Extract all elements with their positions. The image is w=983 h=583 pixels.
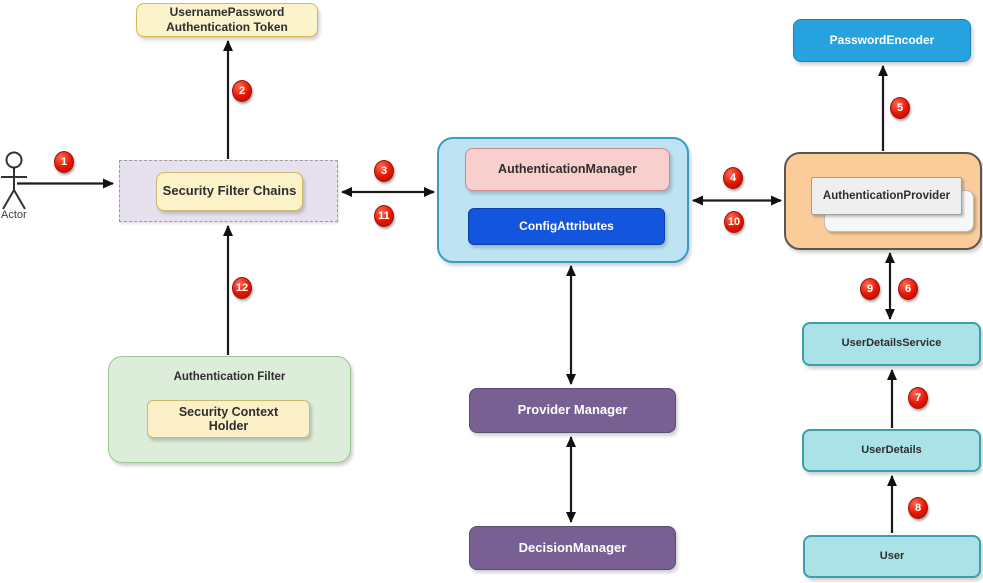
user-details-label: UserDetails: [861, 443, 922, 456]
step-badge-2: 2: [232, 80, 252, 102]
step-badge-6: 6: [898, 278, 918, 300]
node-config-attributes: ConfigAttributes: [468, 208, 665, 245]
authentication-manager-label: AuthenticationManager: [498, 161, 637, 176]
step-badge-4: 4: [723, 167, 743, 189]
node-username-password-token: UsernamePassword Authentication Token: [136, 3, 318, 37]
authentication-provider-label: AuthenticationProvider: [822, 189, 951, 202]
node-authentication-provider: AuthenticationProvider: [811, 177, 962, 215]
node-decision-manager: DecisionManager: [469, 526, 676, 570]
node-security-filter-chains: Security Filter Chains: [156, 172, 303, 211]
security-context-holder-line2: Holder: [208, 419, 249, 433]
actor-label: Actor: [1, 209, 27, 221]
decision-manager-label: DecisionManager: [518, 539, 627, 555]
node-password-encoder: PasswordEncoder: [793, 19, 971, 62]
node-security-context-holder: Security Context Holder: [147, 400, 310, 438]
provider-manager-label: Provider Manager: [517, 402, 628, 418]
step-badge-10: 10: [724, 211, 744, 233]
token-label-line1: UsernamePassword: [169, 5, 285, 19]
node-provider-manager: Provider Manager: [469, 388, 676, 433]
actor-icon: [1, 151, 27, 210]
step-badge-11: 11: [374, 205, 394, 227]
step-badge-5: 5: [890, 97, 910, 119]
token-label-line2: Authentication Token: [166, 20, 288, 34]
node-user: User: [803, 535, 981, 578]
config-attributes-label: ConfigAttributes: [519, 219, 614, 233]
security-context-holder-line1: Security Context: [178, 404, 279, 419]
step-badge-1: 1: [54, 151, 74, 173]
password-encoder-label: PasswordEncoder: [829, 33, 935, 47]
node-authentication-manager: AuthenticationManager: [465, 148, 670, 191]
node-user-details-service: UserDetailsService: [802, 322, 981, 366]
step-badge-9: 9: [860, 278, 880, 300]
step-badge-8: 8: [908, 497, 928, 519]
authentication-filter-label: Authentication Filter: [173, 371, 286, 383]
node-user-details: UserDetails: [802, 429, 981, 472]
step-badge-7: 7: [908, 387, 928, 409]
step-badge-3: 3: [374, 160, 394, 182]
step-badge-12: 12: [232, 277, 252, 299]
user-label: User: [879, 549, 905, 562]
security-filter-chains-label: Security Filter Chains: [162, 183, 297, 199]
user-details-service-label: UserDetailsService: [841, 337, 942, 350]
